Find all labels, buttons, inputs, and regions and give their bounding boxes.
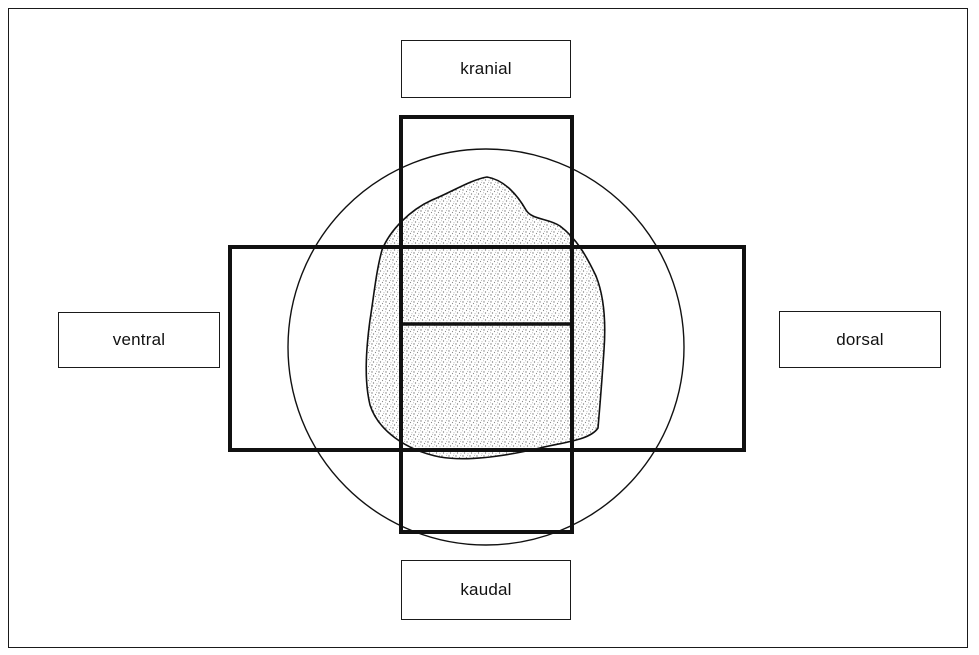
kranial-label-box: kranial: [401, 40, 571, 98]
dorsal-label: dorsal: [836, 330, 884, 350]
dorsal-label-box: dorsal: [779, 311, 941, 368]
ventral-label-box: ventral: [58, 312, 220, 368]
kranial-label: kranial: [460, 59, 511, 79]
kaudal-label-box: kaudal: [401, 560, 571, 620]
kaudal-label: kaudal: [460, 580, 511, 600]
ventral-label: ventral: [113, 330, 165, 350]
